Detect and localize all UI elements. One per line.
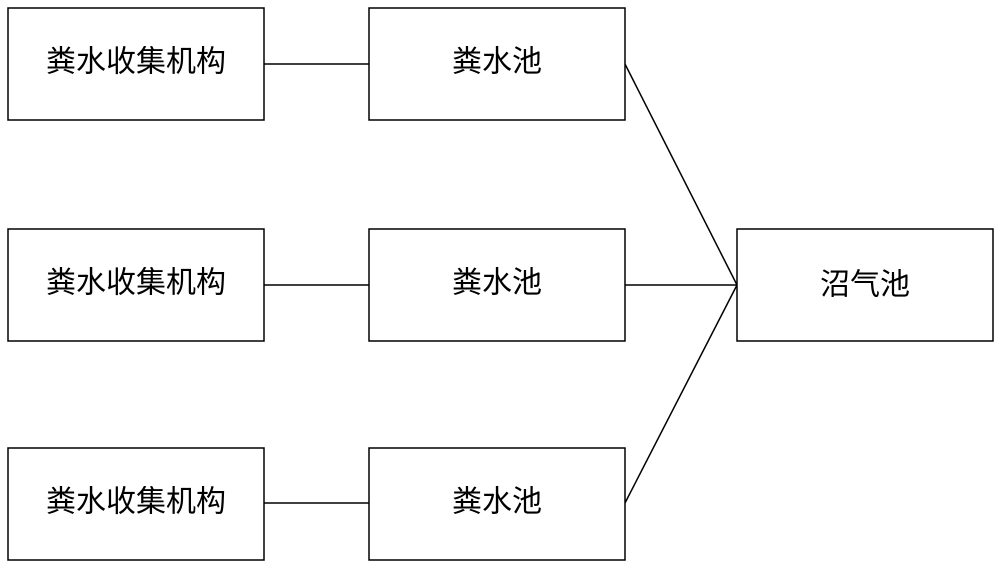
edge-tank-1-to-digester: [624, 63, 738, 286]
digester-node: 沼气池: [736, 228, 994, 342]
collector-node-2: 粪水收集机构: [7, 228, 265, 342]
digester-label: 沼气池: [820, 268, 910, 303]
tank-node-3: 粪水池: [368, 447, 626, 561]
tank-label-1: 粪水池: [452, 45, 542, 80]
collector-label-3: 粪水收集机构: [46, 485, 226, 520]
collector-node-3: 粪水收集机构: [7, 447, 265, 561]
collector-label-2: 粪水收集机构: [46, 266, 226, 301]
collector-label-1: 粪水收集机构: [46, 45, 226, 80]
edge-tank-3-to-digester: [624, 284, 738, 504]
tank-label-2: 粪水池: [452, 266, 542, 301]
tank-node-2: 粪水池: [368, 228, 626, 342]
tank-node-1: 粪水池: [368, 7, 626, 121]
tank-label-3: 粪水池: [452, 485, 542, 520]
collector-node-1: 粪水收集机构: [7, 7, 265, 121]
